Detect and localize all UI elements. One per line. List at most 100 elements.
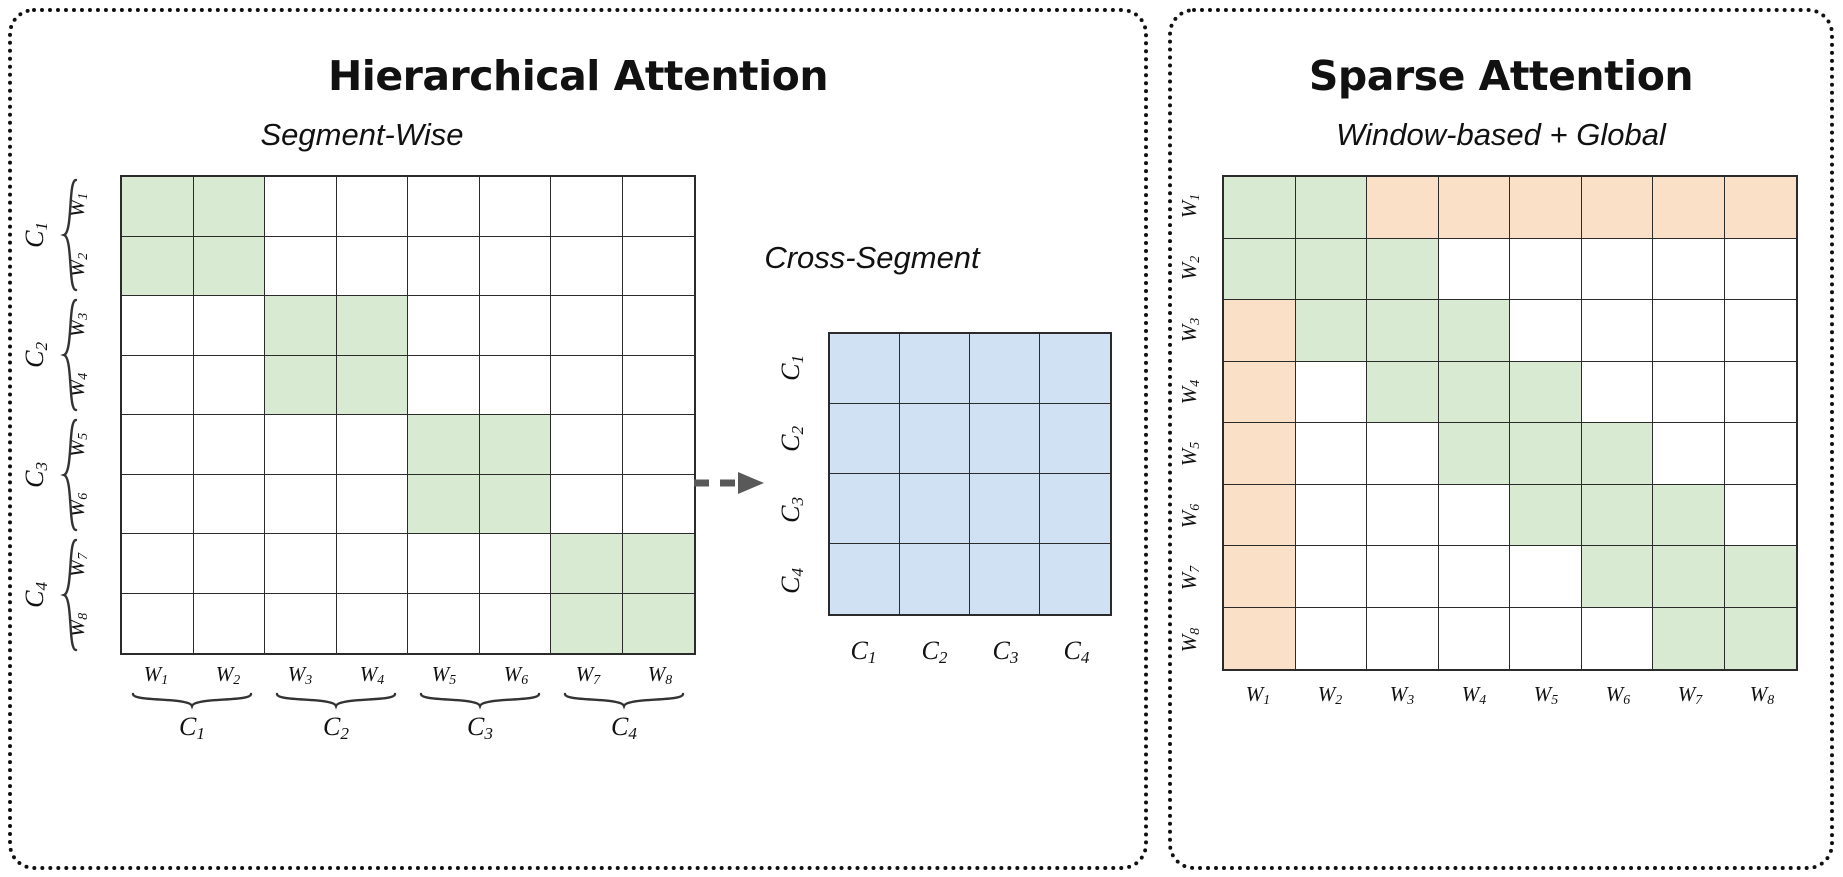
segment-wise-col-group-brace <box>563 692 685 710</box>
sparse-cell <box>1438 607 1510 669</box>
sparse-col-label: W1 <box>1245 682 1271 708</box>
cross-segment-col-label: C2 <box>921 636 948 667</box>
segment-wise-cell <box>551 474 623 534</box>
segment-wise-cell <box>479 415 551 475</box>
segment-wise-cell <box>408 415 480 475</box>
segment-wise-group-brace <box>60 178 78 292</box>
segment-wise-cell <box>122 236 194 296</box>
segment-wise-cell <box>408 355 480 415</box>
segment-wise-row-group-label: C3 <box>20 461 51 488</box>
sparse-cell <box>1510 546 1582 608</box>
segment-wise-cell <box>122 177 194 237</box>
sparse-cell <box>1653 300 1725 362</box>
sparse-cell <box>1724 546 1796 608</box>
segment-wise-cell <box>622 296 694 356</box>
segment-wise-col-label: W1 <box>143 662 169 688</box>
segment-wise-cell <box>336 534 408 594</box>
sparse-cell <box>1653 607 1725 669</box>
sparse-cell <box>1581 361 1653 423</box>
segment-wise-cell <box>479 296 551 356</box>
segment-wise-cell <box>193 296 265 356</box>
segment-wise-cell <box>265 177 337 237</box>
sparse-cell <box>1438 484 1510 546</box>
sparse-row-label: W1 <box>1176 193 1203 219</box>
sparse-cell <box>1724 361 1796 423</box>
sparse-col-label: W4 <box>1461 682 1487 708</box>
segment-wise-cell <box>336 236 408 296</box>
segment-wise-cell <box>408 296 480 356</box>
segment-wise-cell <box>551 355 623 415</box>
sparse-col-label: W8 <box>1749 682 1775 708</box>
segment-wise-subtitle: Segment-Wise <box>260 117 464 152</box>
segment-wise-group-brace <box>60 538 78 652</box>
sparse-cell <box>1295 607 1367 669</box>
sparse-cell <box>1510 361 1582 423</box>
sparse-row-label: W2 <box>1176 255 1203 281</box>
segment-wise-col-group-brace <box>275 692 397 710</box>
segment-wise-cell <box>265 474 337 534</box>
sparse-row-label: W7 <box>1176 565 1203 591</box>
sparse-cell <box>1724 238 1796 300</box>
segment-wise-cell <box>408 177 480 237</box>
cross-segment-cell <box>830 404 900 474</box>
cross-segment-cell <box>1040 474 1110 544</box>
segment-wise-col-label: W7 <box>575 662 601 688</box>
segment-wise-cell <box>193 415 265 475</box>
sparse-cell <box>1295 177 1367 239</box>
sparse-col-label: W5 <box>1533 682 1559 708</box>
cross-segment-col-label: C3 <box>992 636 1019 667</box>
sparse-cell <box>1510 423 1582 485</box>
cross-segment-row-label: C3 <box>776 496 807 523</box>
sparse-cell <box>1510 177 1582 239</box>
cross-segment-cell <box>970 474 1040 544</box>
cross-segment-cell <box>830 474 900 544</box>
segment-wise-cell <box>193 236 265 296</box>
sparse-cell <box>1581 546 1653 608</box>
sparse-cell <box>1581 238 1653 300</box>
cross-segment-col-label: C1 <box>850 636 877 667</box>
cross-segment-cell <box>970 334 1040 404</box>
segment-wise-cell <box>122 355 194 415</box>
segment-wise-cell <box>336 474 408 534</box>
cross-segment-cell <box>1040 334 1110 404</box>
sparse-cell <box>1438 238 1510 300</box>
segment-wise-cell <box>336 593 408 653</box>
sparse-cell <box>1510 484 1582 546</box>
segment-wise-col-group-brace <box>419 692 541 710</box>
cross-segment-cell <box>1040 404 1110 474</box>
segment-wise-cell <box>336 415 408 475</box>
segment-wise-cell <box>622 355 694 415</box>
segment-wise-col-group-label: C4 <box>611 712 637 743</box>
segment-wise-cell <box>479 534 551 594</box>
segment-wise-cell <box>622 534 694 594</box>
segment-wise-col-label: W3 <box>287 662 313 688</box>
sparse-attention-title: Sparse Attention <box>1308 52 1694 100</box>
segment-wise-cell <box>622 236 694 296</box>
segment-wise-cell <box>622 474 694 534</box>
sparse-cell <box>1295 484 1367 546</box>
segment-wise-cell <box>479 593 551 653</box>
segment-wise-cell <box>265 236 337 296</box>
sparse-cell <box>1295 361 1367 423</box>
segment-wise-col-label: W5 <box>431 662 457 688</box>
sparse-cell <box>1581 300 1653 362</box>
segment-wise-cell <box>193 355 265 415</box>
sparse-cell <box>1438 177 1510 239</box>
segment-wise-cell <box>551 534 623 594</box>
sparse-cell <box>1367 484 1439 546</box>
segment-wise-cell <box>622 177 694 237</box>
segment-wise-cell <box>408 593 480 653</box>
sparse-cell <box>1724 607 1796 669</box>
sparse-row-label: W3 <box>1176 317 1203 343</box>
segment-wise-cell <box>408 236 480 296</box>
sparse-cell <box>1724 300 1796 362</box>
segment-wise-col-label: W2 <box>215 662 241 688</box>
segment-wise-cell <box>193 534 265 594</box>
sparse-cell <box>1724 423 1796 485</box>
cross-segment-cell <box>900 334 970 404</box>
flow-arrow-icon <box>692 470 770 500</box>
segment-wise-group-brace <box>60 418 78 532</box>
segment-wise-cell <box>622 593 694 653</box>
sparse-cell <box>1510 300 1582 362</box>
segment-wise-cell <box>122 593 194 653</box>
